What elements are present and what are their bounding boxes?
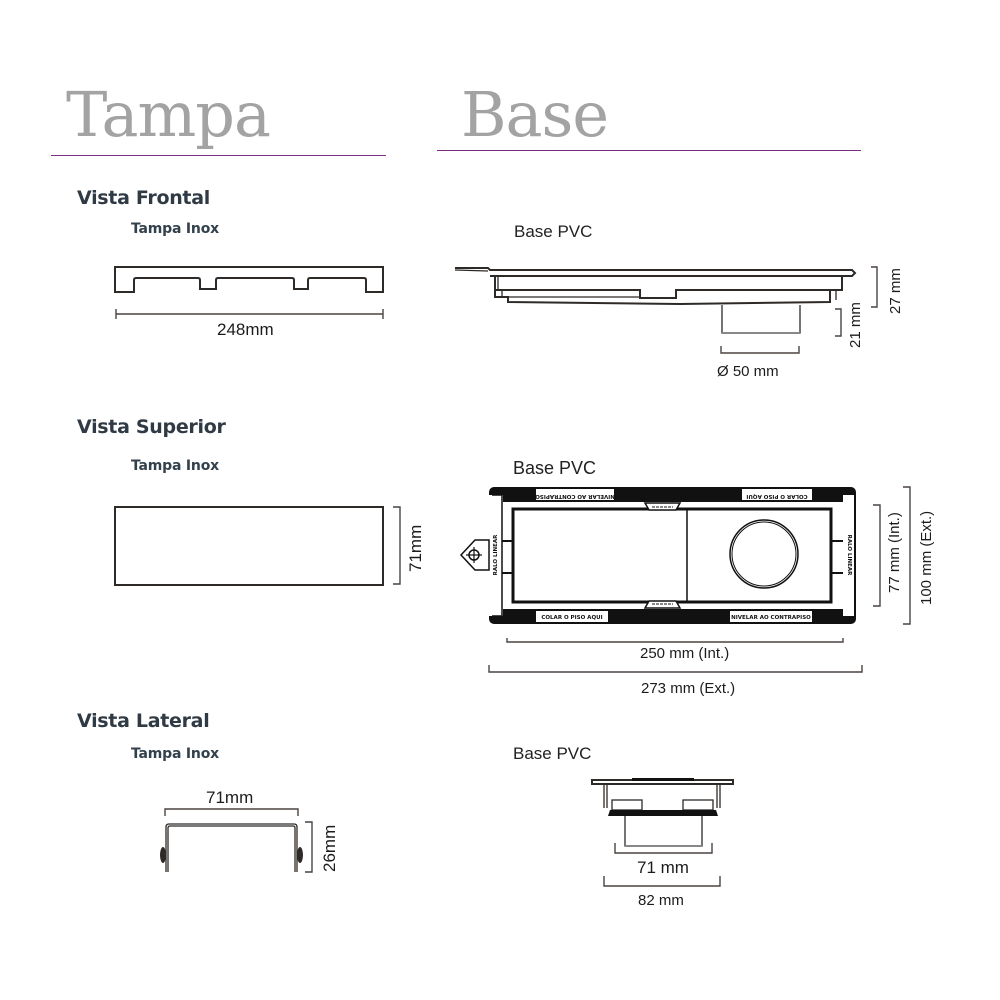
tampa-side-clip-right <box>297 847 303 863</box>
plate-label-bottom-right <box>730 611 812 622</box>
base-front-outlet-diameter-label: Ø 50 mm <box>717 363 779 380</box>
base-side-dim-82 <box>603 876 721 887</box>
plate-text-bottom-left: COLAR O PISO AQUI <box>541 615 602 621</box>
base-side-bottom-bar <box>608 810 718 816</box>
tampa-side-clip-left <box>160 847 166 863</box>
vista-frontal-title: Vista Frontal <box>77 187 210 209</box>
plate-label-bottom-left <box>536 611 608 622</box>
vista-superior-tampa-label: Tampa Inox <box>131 458 219 474</box>
base-top-dim-77 <box>873 504 881 607</box>
base-side-block-left <box>611 799 643 811</box>
base-top-width-ext-label: 273 mm (Ext.) <box>641 680 736 697</box>
tampa-top-outline <box>114 506 384 586</box>
tampa-side-width-label: 71mm <box>206 788 254 807</box>
base-section-title: Base <box>461 78 609 151</box>
base-top-width-int-label: 250 mm (Int.) <box>640 645 730 662</box>
base-front-dim-50 <box>720 346 800 354</box>
base-side-width-total-label: 82 mm <box>638 892 684 909</box>
base-side-outlet <box>624 816 703 847</box>
tampa-front-profile <box>114 266 384 293</box>
plate-text-side-right: RALO LINEAR <box>846 535 852 577</box>
vista-lateral-title: Vista Lateral <box>77 710 210 732</box>
vista-superior-title: Vista Superior <box>77 416 226 438</box>
vista-superior-base-label: Base PVC <box>513 458 597 478</box>
base-top-outlet-circle <box>729 519 799 589</box>
crosshair-icon <box>466 547 482 563</box>
tampa-side-dim-71 <box>164 808 299 816</box>
base-side-dim-71 <box>614 843 713 854</box>
base-top-dim-100 <box>903 486 911 625</box>
vista-frontal-tampa-label: Tampa Inox <box>131 221 219 237</box>
tampa-side-profile <box>165 823 298 872</box>
tampa-side-dim-26 <box>305 821 313 873</box>
base-front-channel <box>495 289 830 299</box>
base-side-block-right <box>682 799 714 811</box>
tampa-front-width-label: 248mm <box>217 320 274 339</box>
plate-label-top-left <box>536 489 614 500</box>
plate-text-bottom-right: NIVELAR AO CONTRAPISO <box>731 615 811 621</box>
plate-text-side-left: RALO LINEAR <box>493 534 499 576</box>
base-title-rule <box>437 150 861 151</box>
vista-frontal-base-label: Base PVC <box>514 222 593 241</box>
base-top-dim-273 <box>488 665 863 673</box>
plate-text-top-left: NIVELAR AO CONTRAPISO <box>535 493 615 499</box>
tampa-title-rule <box>51 155 386 156</box>
base-side-width-outlet-label: 71 mm <box>637 858 689 877</box>
vista-lateral-tampa-label: Tampa Inox <box>131 746 219 762</box>
base-front-flange <box>455 267 857 277</box>
plate-label-top-right <box>742 489 812 500</box>
tampa-top-dim-71 <box>393 506 401 585</box>
base-front-dim-27 <box>871 266 878 308</box>
plate-text-top-right: COLAR O PISO AQUI <box>746 493 807 499</box>
base-front-dim-21 <box>835 308 842 337</box>
tampa-section-title: Tampa <box>66 78 271 151</box>
base-front-body-right <box>679 276 843 305</box>
vista-lateral-base-label: Base PVC <box>513 744 592 763</box>
base-top-dim-250 <box>506 638 844 643</box>
